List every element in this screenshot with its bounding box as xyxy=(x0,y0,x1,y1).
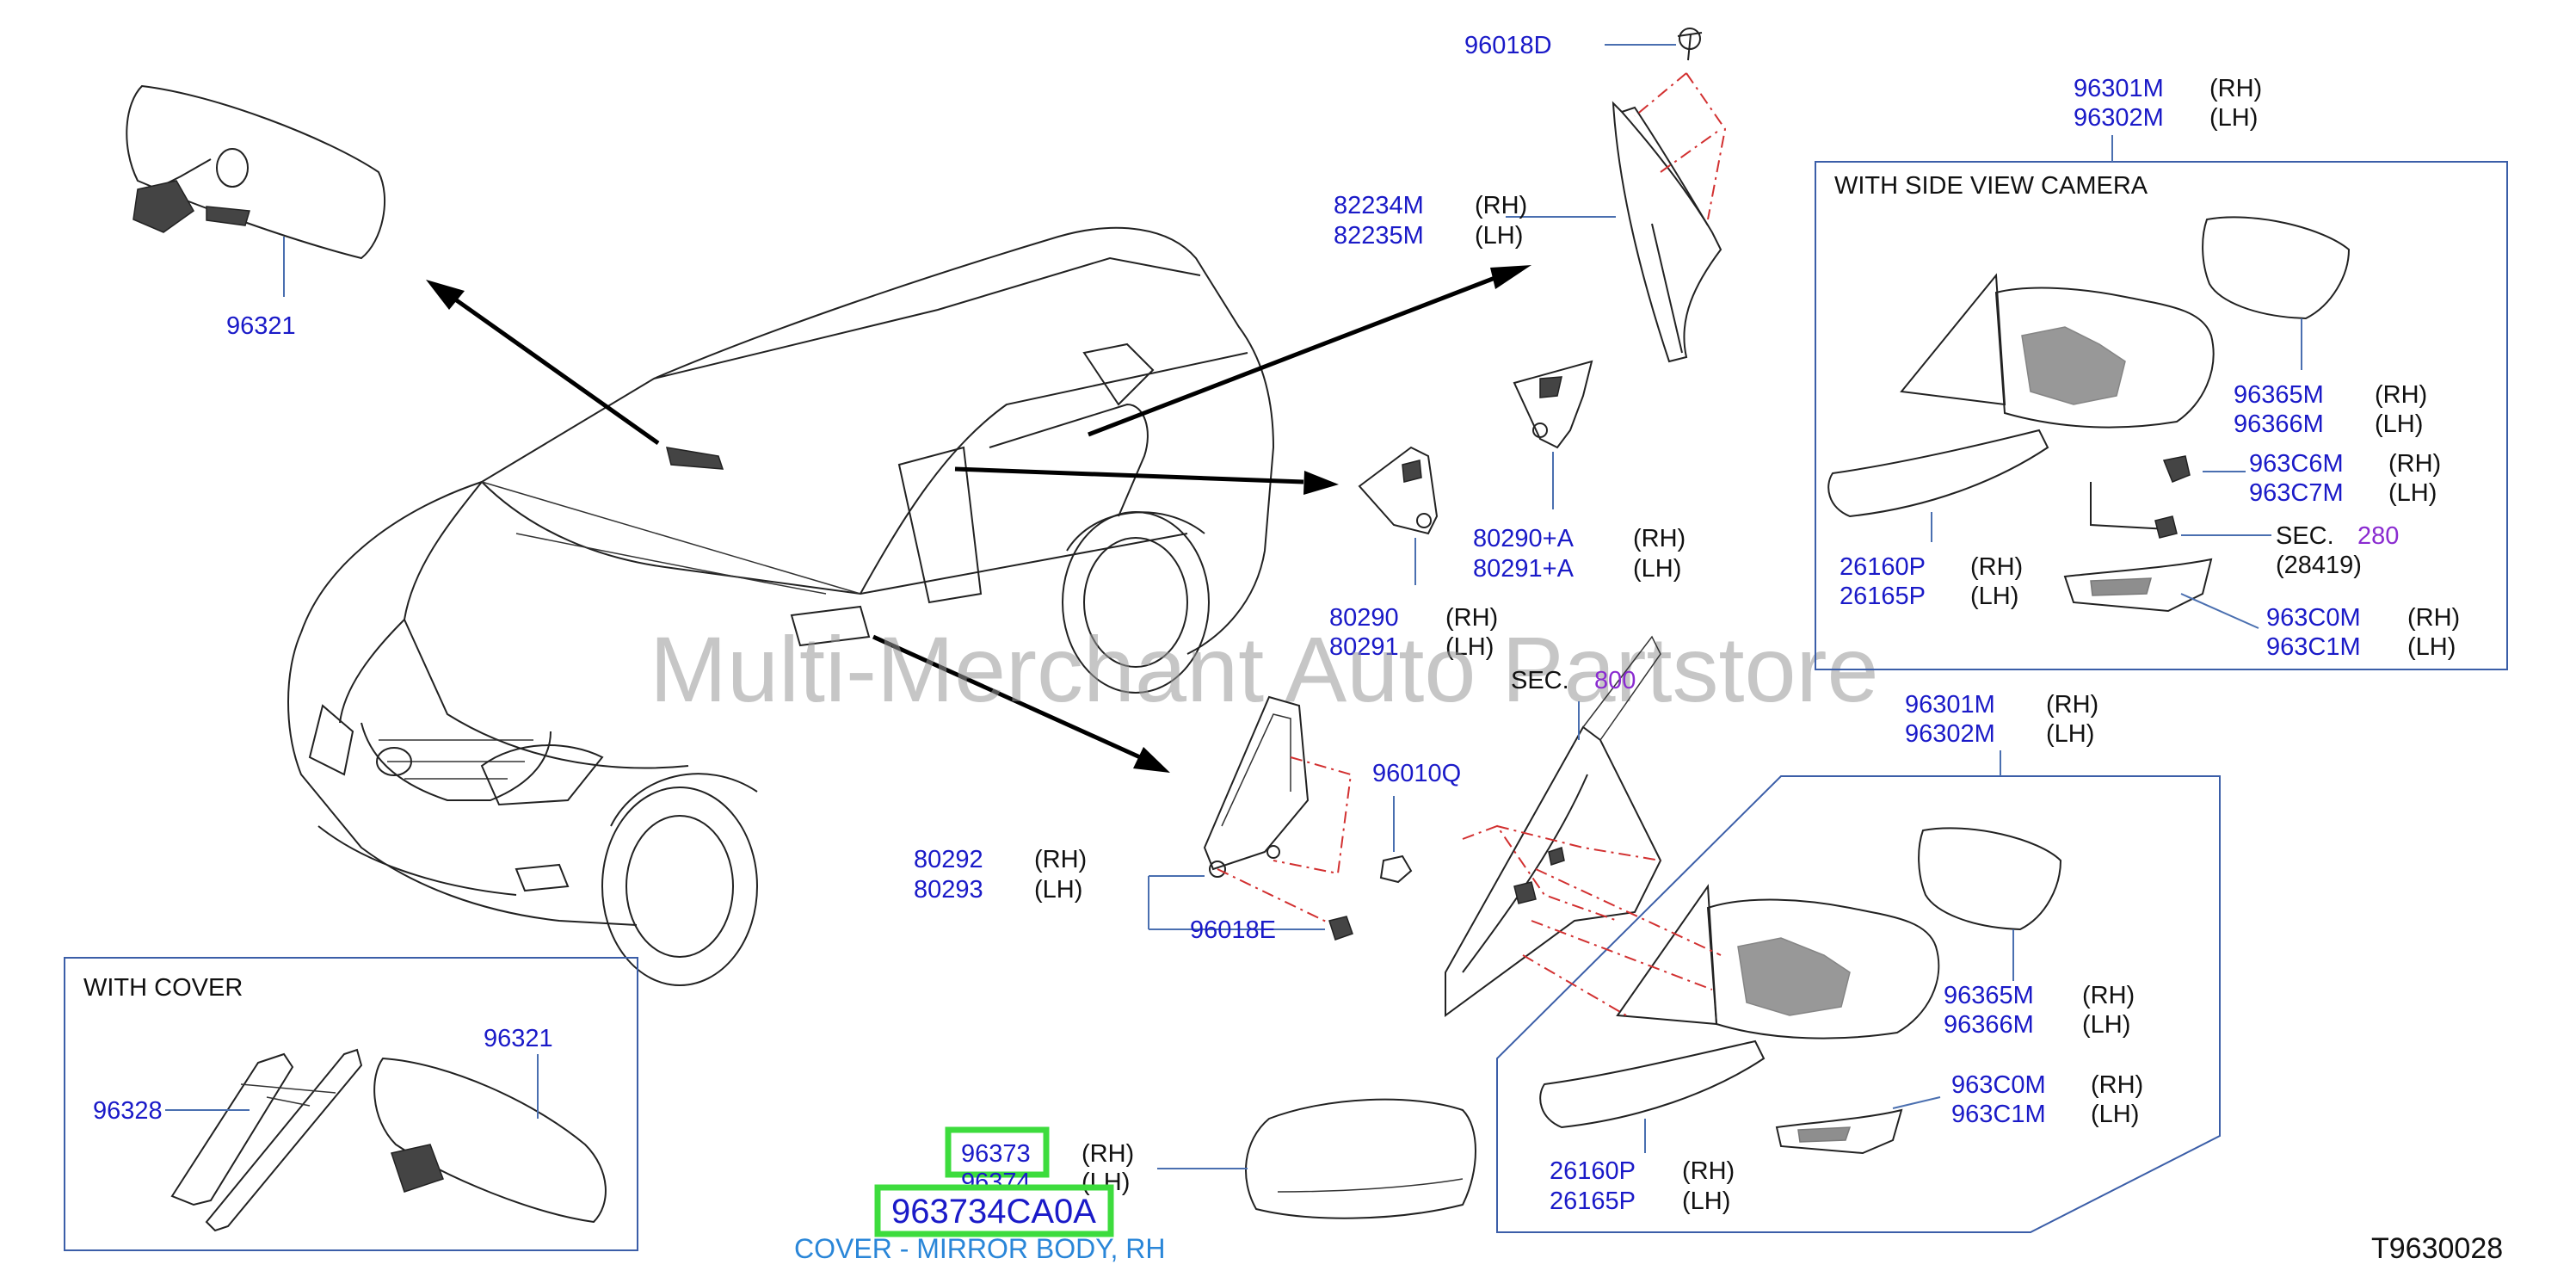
corner-bracket-upper xyxy=(1513,360,1593,509)
camera-box-title: WITH SIDE VIEW CAMERA xyxy=(1834,172,2148,200)
camera-mirror-assembly xyxy=(1827,216,2351,629)
camera-26165P-side: (LH) xyxy=(1970,583,2018,610)
callout-82234M-side: (RH) xyxy=(1475,192,1527,219)
camera-26160P-side: (RH) xyxy=(1970,553,2023,581)
mid-96301M[interactable]: 96301M xyxy=(1905,691,1995,719)
arrows xyxy=(426,265,1531,773)
camera-96365M-side: (RH) xyxy=(2375,381,2427,409)
highlight-96373 xyxy=(945,1126,1050,1178)
mirror-assembly-box xyxy=(1496,775,2221,1233)
callout-80290A[interactable]: 80290+A xyxy=(1473,525,1575,552)
mirror-cover-kit xyxy=(165,1048,607,1232)
selected-part-number[interactable]: 963734CA0A xyxy=(891,1193,1096,1231)
with-cover-box xyxy=(64,957,638,1251)
mid-96366M-side: (LH) xyxy=(2082,1011,2130,1039)
rearview-mirror-part xyxy=(126,84,385,297)
mid-26165P[interactable]: 26165P xyxy=(1550,1188,1636,1215)
camera-96301M-side: (RH) xyxy=(2209,75,2262,102)
camera-96302M[interactable]: 96302M xyxy=(2074,104,2164,132)
callout-96018D[interactable]: 96018D xyxy=(1464,32,1552,59)
callout-80291A[interactable]: 80291+A xyxy=(1473,555,1575,583)
selected-part-description: COVER - MIRROR BODY, RH xyxy=(794,1233,1165,1264)
callout-82235M[interactable]: 82235M xyxy=(1334,222,1424,250)
callout-96018E[interactable]: 96018E xyxy=(1190,916,1276,944)
callout-80290-side: (RH) xyxy=(1445,604,1498,632)
mirror-assembly-mid xyxy=(1522,827,2062,1155)
sec-800-link[interactable]: 800 xyxy=(1594,667,1636,694)
mid-96302M-side: (LH) xyxy=(2046,720,2094,748)
callout-82234M[interactable]: 82234M xyxy=(1334,192,1424,219)
watermark: Multi-Merchant Auto Partstore xyxy=(650,617,1879,721)
mid-963C1M-side: (LH) xyxy=(2091,1101,2139,1128)
mid-96366M[interactable]: 96366M xyxy=(1944,1011,2034,1039)
callout-80291[interactable]: 80291 xyxy=(1329,633,1399,661)
camera-963C1M[interactable]: 963C1M xyxy=(2266,633,2361,661)
mirror-body-cover xyxy=(1157,1098,1476,1219)
callout-80292-side: (RH) xyxy=(1034,846,1087,873)
camera-963C0M-side: (RH) xyxy=(2407,604,2460,632)
camera-963C0M[interactable]: 963C0M xyxy=(2266,604,2361,632)
delta-bracket-part xyxy=(1148,695,1413,941)
camera-96302M-side: (LH) xyxy=(2209,104,2258,132)
camera-963C7M[interactable]: 963C7M xyxy=(2249,479,2344,507)
mid-96302M[interactable]: 96302M xyxy=(1905,720,1995,748)
corner-bracket-lower xyxy=(1358,446,1439,585)
camera-96301M[interactable]: 96301M xyxy=(2074,75,2164,102)
mid-96365M-side: (RH) xyxy=(2082,982,2135,1009)
callout-80293-side: (LH) xyxy=(1034,876,1082,904)
callout-82235M-side: (LH) xyxy=(1475,222,1523,250)
sec-800-prefix: SEC. xyxy=(1511,667,1569,694)
callout-96321-top[interactable]: 96321 xyxy=(226,312,296,340)
mid-963C0M[interactable]: 963C0M xyxy=(1951,1071,2046,1099)
camera-26165P[interactable]: 26165P xyxy=(1840,583,1926,610)
callout-80293[interactable]: 80293 xyxy=(914,876,983,904)
callout-80290A-side: (RH) xyxy=(1633,525,1685,552)
camera-96366M-side: (LH) xyxy=(2375,410,2423,438)
camera-96365M[interactable]: 96365M xyxy=(2234,381,2324,409)
callout-80291A-side: (LH) xyxy=(1633,555,1681,583)
camera-963C7M-side: (LH) xyxy=(2388,479,2437,507)
mid-26160P-side: (RH) xyxy=(1682,1157,1735,1185)
cover-96321[interactable]: 96321 xyxy=(484,1025,553,1052)
door-frame-part xyxy=(1445,635,1662,1017)
mid-963C0M-side: (RH) xyxy=(2091,1071,2143,1099)
cover-96328[interactable]: 96328 xyxy=(93,1097,163,1125)
camera-963C1M-side: (LH) xyxy=(2407,633,2456,661)
camera-sec-280-link[interactable]: 280 xyxy=(2357,522,2399,550)
callout-96374-side: (LH) xyxy=(1082,1169,1130,1196)
window-seal-part xyxy=(1506,28,1727,363)
vehicle-illustration xyxy=(287,226,1275,986)
highlight-selected-part xyxy=(874,1184,1114,1237)
callout-96010Q[interactable]: 96010Q xyxy=(1372,760,1461,787)
camera-sec-prefix: SEC. xyxy=(2276,522,2334,550)
mid-26160P[interactable]: 26160P xyxy=(1550,1157,1636,1185)
camera-963C6M-side: (RH) xyxy=(2388,450,2441,478)
mid-26165P-side: (LH) xyxy=(1682,1188,1730,1215)
mid-96301M-side: (RH) xyxy=(2046,691,2098,719)
camera-26160P[interactable]: 26160P xyxy=(1840,553,1926,581)
camera-963C6M[interactable]: 963C6M xyxy=(2249,450,2344,478)
callout-80291-side: (LH) xyxy=(1445,633,1494,661)
diagram-reference-code: T9630028 xyxy=(2371,1232,2503,1265)
callout-80292[interactable]: 80292 xyxy=(914,846,983,873)
callout-96374[interactable]: 96374 xyxy=(961,1169,1031,1196)
mid-96365M[interactable]: 96365M xyxy=(1944,982,2034,1009)
mid-963C1M[interactable]: 963C1M xyxy=(1951,1101,2046,1128)
callout-96373[interactable]: 96373 xyxy=(961,1140,1031,1168)
callout-80290[interactable]: 80290 xyxy=(1329,604,1399,632)
cover-box-title: WITH COVER xyxy=(83,974,243,1002)
camera-96366M[interactable]: 96366M xyxy=(2234,410,2324,438)
side-view-camera-box xyxy=(1815,161,2508,670)
callout-96373-side: (RH) xyxy=(1082,1140,1134,1168)
camera-sec-sub: (28419) xyxy=(2276,552,2362,579)
